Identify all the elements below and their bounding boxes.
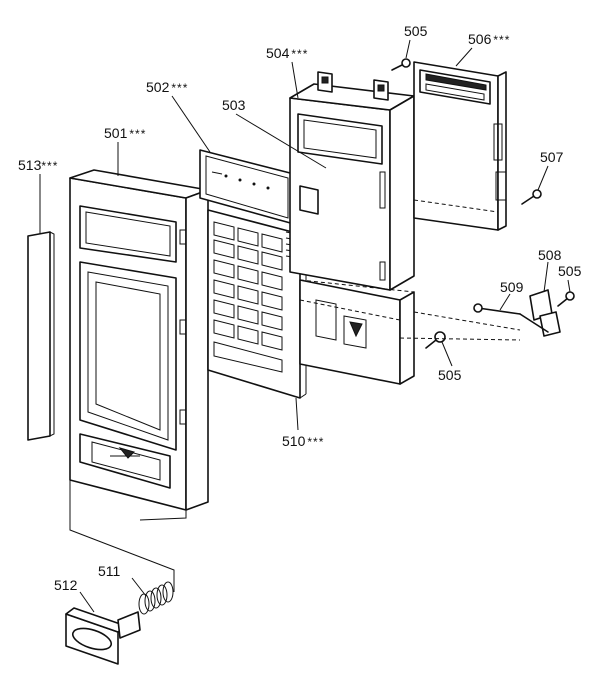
- label-507: 507: [540, 149, 564, 165]
- label-508: 508: [538, 247, 562, 263]
- screw-507: [521, 189, 542, 205]
- leader-lines: [39, 39, 571, 613]
- label-501: 501***: [104, 125, 146, 141]
- keypad-510: [207, 209, 307, 399]
- label-510: 510***: [282, 433, 324, 449]
- pin-509: [473, 303, 521, 315]
- label-505-top: 505: [404, 23, 428, 39]
- spring-511: [138, 581, 174, 615]
- label-509: 509: [500, 279, 524, 295]
- label-511: 511: [98, 563, 121, 579]
- control-panel-502: [199, 149, 295, 225]
- screw-505-top: [391, 58, 411, 71]
- label-513: 513***: [18, 157, 58, 173]
- push-button-512: [65, 607, 141, 665]
- label-503: 503: [222, 97, 246, 113]
- label-512: 512: [54, 577, 78, 593]
- part-labels: 513*** 501*** 502*** 503 504*** 505 506*…: [18, 23, 582, 593]
- strip-513: [27, 200, 55, 441]
- label-505-lower: 505: [438, 367, 462, 383]
- label-502: 502***: [146, 79, 188, 95]
- label-505-right: 505: [558, 263, 582, 279]
- label-506: 506***: [468, 31, 510, 47]
- label-504: 504***: [266, 45, 308, 61]
- control-bracket-504: [289, 71, 415, 385]
- screw-505-lower: [425, 331, 446, 349]
- door-frame-501: [69, 169, 209, 511]
- latch-508: [519, 289, 561, 337]
- display-board-506: [413, 61, 507, 231]
- screw-505-right: [557, 291, 575, 307]
